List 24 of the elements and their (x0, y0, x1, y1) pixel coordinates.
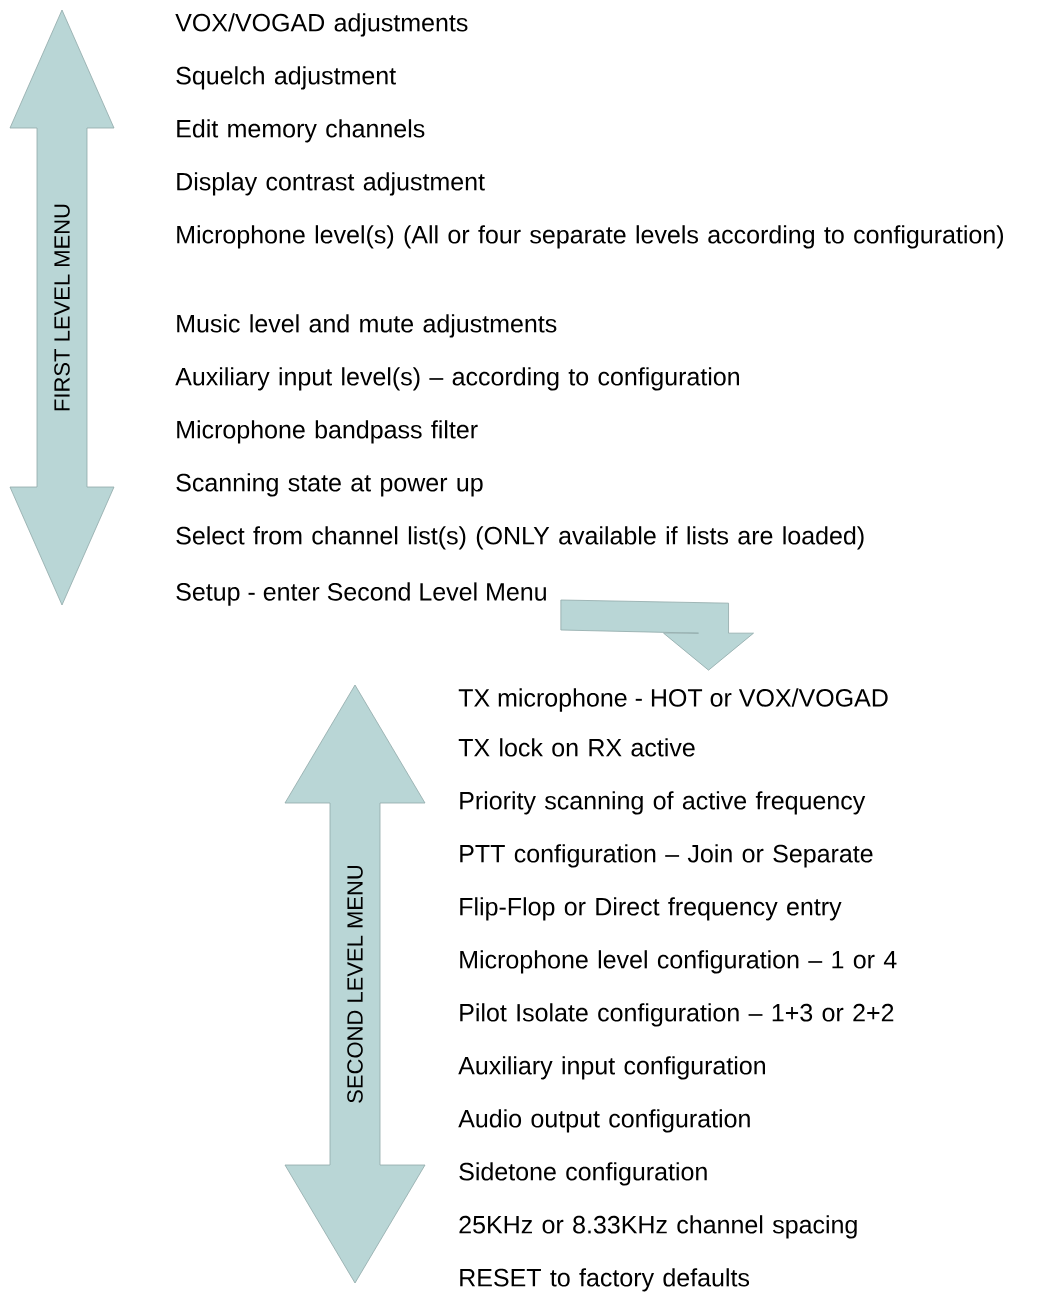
menu-item: Music level and mute adjustments (177, 314, 557, 338)
menu-item: Flip-Flop or Direct frequency entry (460, 897, 842, 921)
menu-item: TX lock on RX active (458, 738, 695, 757)
menu-item: Auxiliary input level(s) – according to configuration (175, 367, 739, 391)
menu-item: Scanning state at power up (176, 473, 483, 497)
bent-arrow (560, 599, 754, 671)
menu-item: 25KHz or 8.33KHz channel spacing (459, 1215, 857, 1239)
menu-item: PTT configuration – Join or Separate (460, 844, 873, 868)
menu-item: Microphone bandpass filter (177, 420, 478, 444)
menu-item: Auxiliary input configuration (458, 1056, 765, 1080)
menu-item: Select from channel list(s) (ONLY available if lists are loaded) (176, 526, 864, 550)
menu-item: Setup - enter Second Level Menu (176, 582, 546, 606)
menu-item: VOX/VOGAD adjustments (175, 13, 468, 37)
menu-item: TX microphone - HOT or VOX/VOGAD (458, 688, 888, 712)
menu-item: Edit memory channels (177, 119, 425, 143)
menu-item: Priority scanning of active frequency (460, 791, 866, 815)
menu-item: Microphone level configuration – 1 or 4 (460, 950, 897, 974)
menu-item: Microphone level(s) (All or four separate levels according to configuration) (177, 225, 1003, 249)
menu-item: Audio output configuration (458, 1109, 750, 1133)
menu-item: Display contrast adjustment (177, 172, 485, 196)
menu-item: Squelch adjustment (176, 66, 396, 90)
menu-item: RESET to factory defaults (460, 1268, 750, 1292)
menu-item: Pilot Isolate configuration – 1+3 or 2+2 (460, 1003, 894, 1027)
menu-item: Sidetone configuration (459, 1162, 707, 1186)
